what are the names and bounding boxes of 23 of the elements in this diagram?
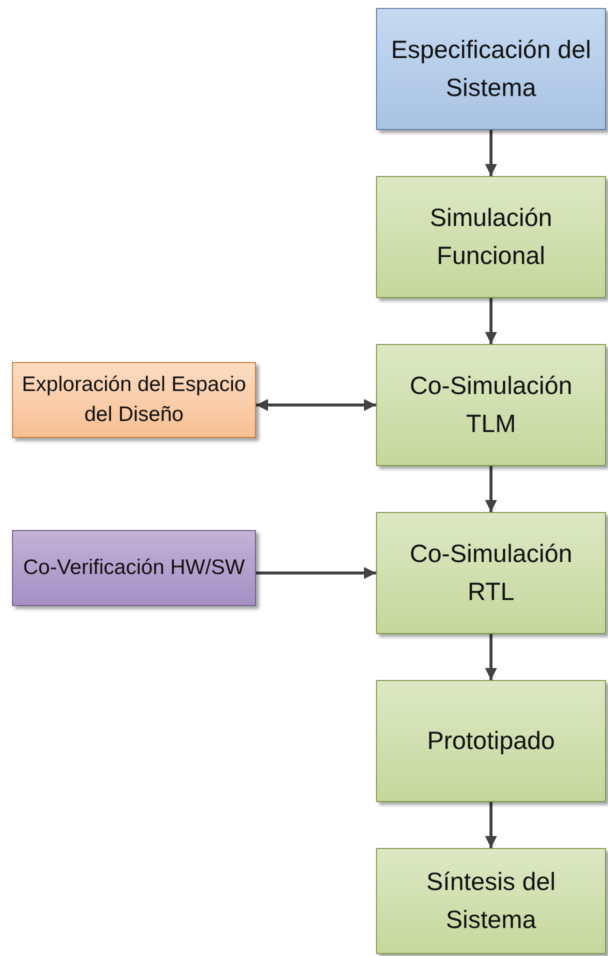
arrow: [485, 802, 497, 848]
process-box: [376, 680, 606, 802]
process-box: [376, 848, 606, 954]
process-box: [12, 530, 256, 606]
box-label: Exploración del Espacio del Diseño: [20, 372, 248, 428]
process-box: [12, 362, 256, 438]
box-label: Prototipado: [427, 726, 555, 757]
arrow: [256, 399, 376, 411]
arrow: [485, 130, 497, 176]
box-label: Especificación del Sistema: [390, 35, 592, 104]
process-box: [376, 8, 606, 130]
process-box: [376, 344, 606, 466]
arrow: [256, 567, 376, 579]
box-label: Co-Simulación TLM: [408, 371, 574, 440]
box-label: Simulación Funcional: [428, 203, 554, 272]
process-box: [376, 176, 606, 298]
box-label: Co-Simulación RTL: [408, 539, 574, 608]
arrow: [485, 466, 497, 512]
box-label: Co-Verificación HW/SW: [23, 555, 245, 581]
box-label: Síntesis del Sistema: [425, 867, 557, 936]
arrow: [485, 634, 497, 680]
process-box: [376, 512, 606, 634]
arrow: [485, 298, 497, 344]
